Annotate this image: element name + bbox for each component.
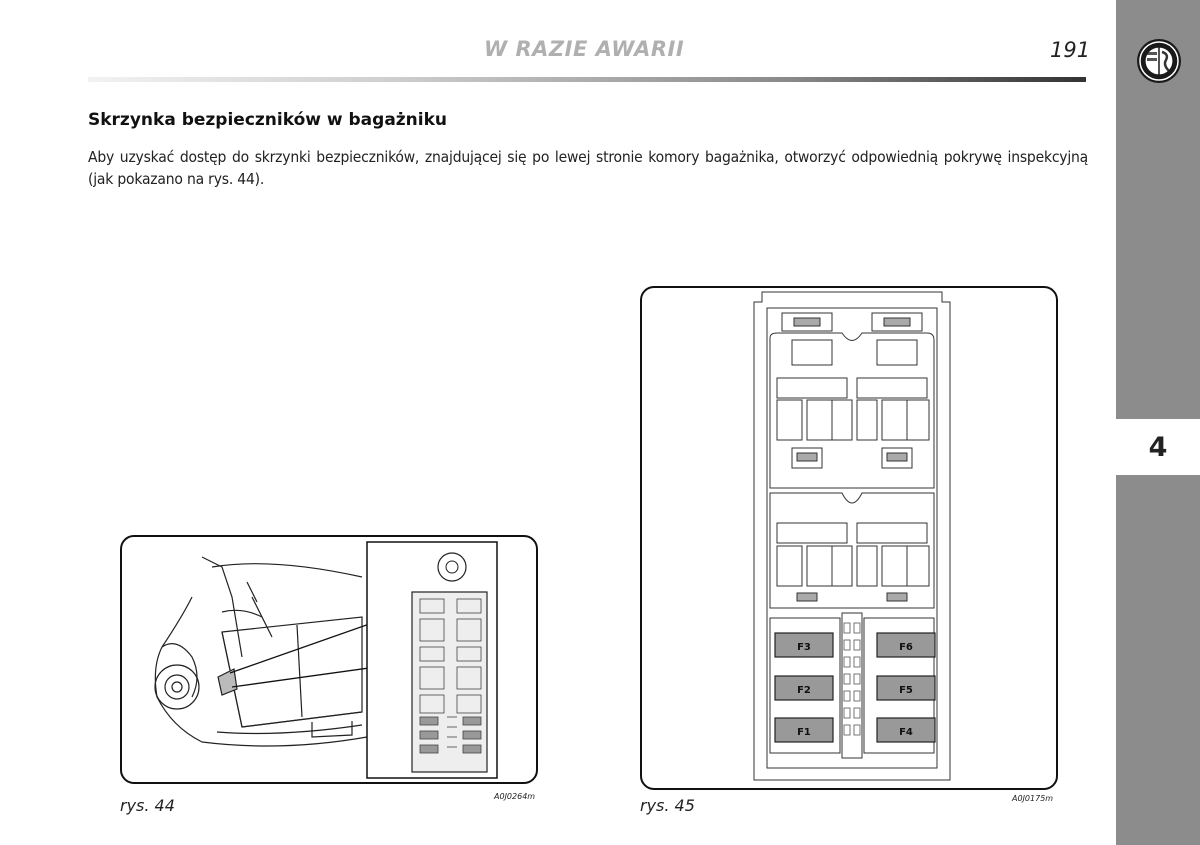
fuse-box-inset (366, 541, 498, 779)
figure-45-caption: rys. 45 (640, 796, 695, 815)
alfa-romeo-badge-icon (1137, 39, 1181, 83)
fuse-f3: F3 (774, 632, 834, 658)
fuse-label: F2 (797, 685, 811, 696)
fuse-f1: F1 (774, 717, 834, 743)
trunk-drawing (154, 541, 498, 779)
fuse-label: F4 (899, 727, 913, 738)
body-paragraph: Aby uzyskać dostęp do skrzynki bezpieczn… (88, 148, 1088, 188)
figure-45-code: A0J0175m (1012, 794, 1054, 803)
figure-44-code: A0J0264m (494, 792, 536, 801)
page-number: 191 (1050, 38, 1091, 62)
fuse-box-drawing: F3 F2 F1 F6 F5 F4 (753, 291, 951, 781)
fuse-label: F6 (899, 642, 913, 653)
figure-45-fuse-box-diagram: F3 F2 F1 F6 F5 F4 (640, 286, 1058, 790)
fuse-label: F3 (797, 642, 811, 653)
chapter-number: 4 (1116, 419, 1200, 475)
fuse-label: F1 (797, 727, 811, 738)
section-title: W RAZIE AWARII (484, 37, 685, 61)
fuse-label: F5 (899, 685, 913, 696)
figure-44-trunk-illustration (120, 535, 538, 784)
fuse-f4: F4 (876, 717, 936, 743)
header-rule (88, 77, 1086, 82)
fuse-f2: F2 (774, 675, 834, 701)
figure-44-caption: rys. 44 (120, 796, 175, 815)
fuse-f6: F6 (876, 632, 936, 658)
fuse-f5: F5 (876, 675, 936, 701)
page-heading: Skrzynka bezpieczników w bagażniku (88, 110, 448, 130)
